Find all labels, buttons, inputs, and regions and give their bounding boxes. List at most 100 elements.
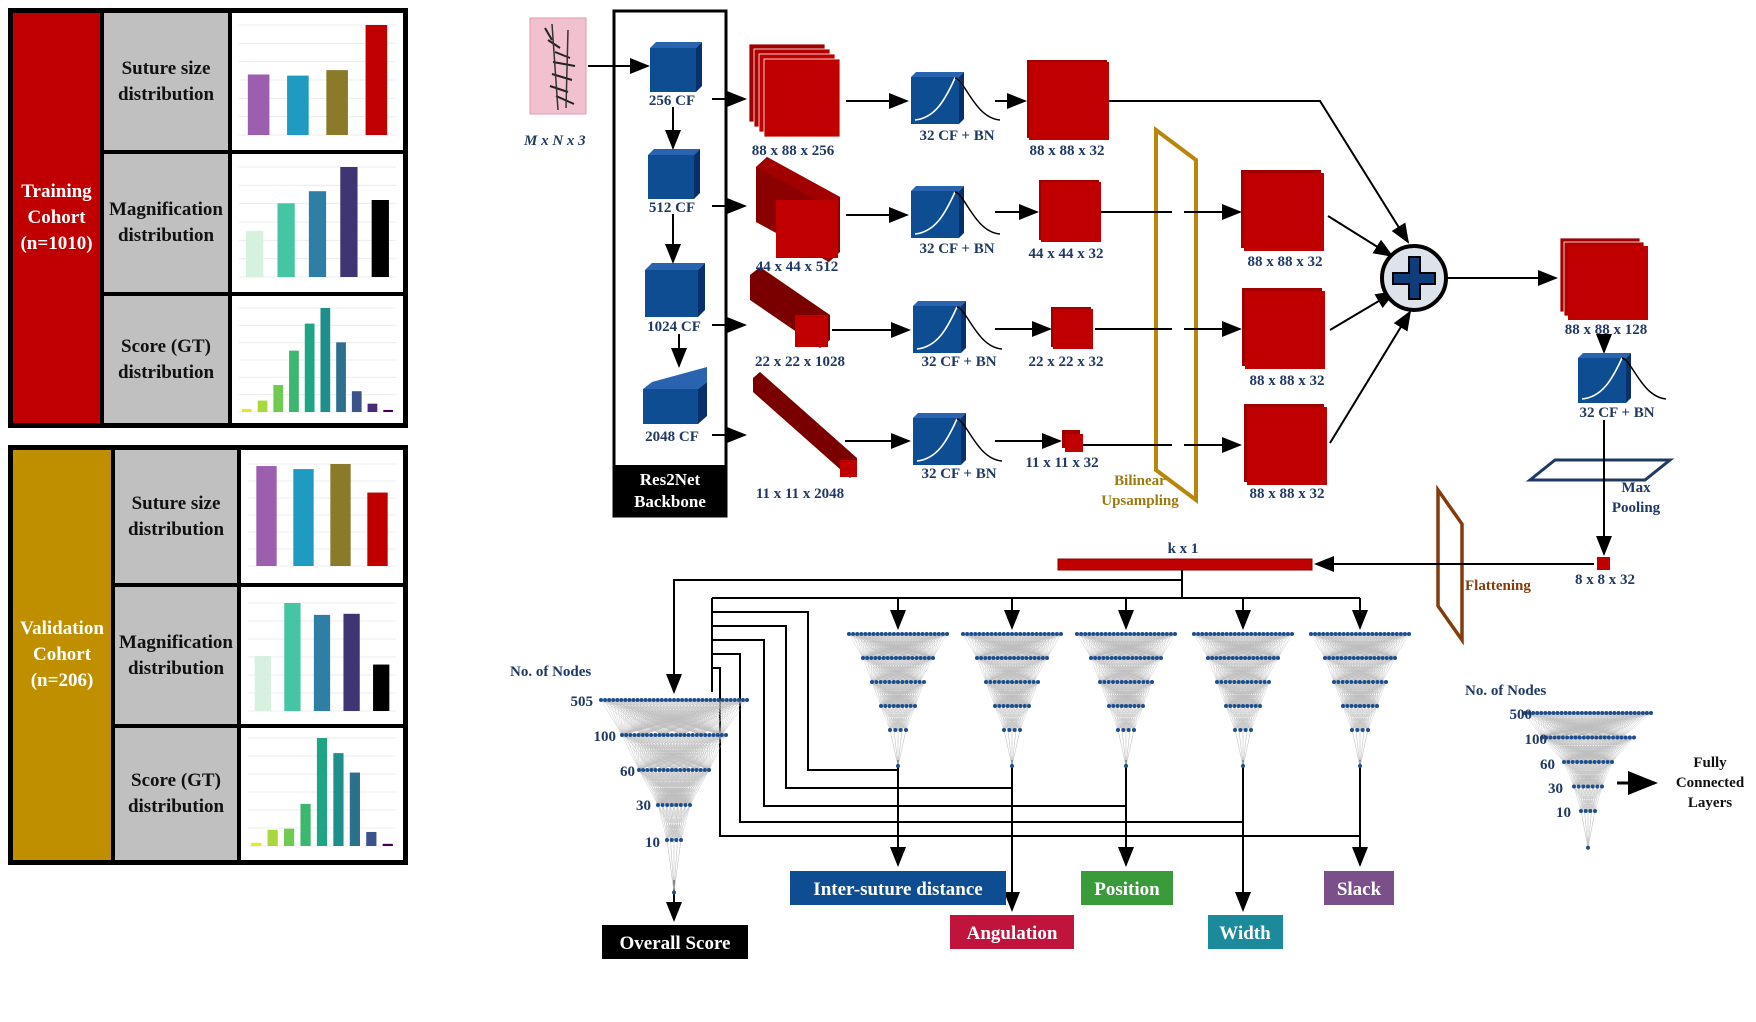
head-node: [694, 768, 699, 772]
train-magnification-bar-2: [308, 191, 327, 277]
backbone-stage-512: [648, 149, 700, 199]
head-node: [1238, 728, 1243, 732]
head-node: [624, 733, 629, 737]
validation-score-label: Score (GT) distribution: [115, 728, 237, 860]
training-cohort-label: Training Cohort (n=1010): [13, 13, 100, 423]
head-node: [908, 704, 913, 708]
feature-map-22x22x1028: [750, 267, 830, 348]
flat-vector-label: k x 1: [1168, 541, 1199, 557]
head-node: [639, 698, 644, 702]
head-node: [1601, 760, 1606, 764]
head-node: [1343, 656, 1348, 660]
head-connection: [621, 699, 740, 736]
head-node: [1168, 632, 1173, 636]
head-node: [993, 704, 997, 708]
legend-level-60: 60: [1540, 757, 1555, 773]
head-node: [873, 656, 878, 660]
reduced-map-label-0: 88 x 88 x 32: [1030, 143, 1105, 159]
head-node: [665, 838, 669, 842]
head-connection: [1355, 729, 1361, 767]
head-node: [1573, 735, 1578, 740]
head-connection: [621, 699, 629, 736]
head-node: [645, 768, 650, 772]
head-node: [1358, 704, 1362, 708]
head-node: [1012, 728, 1017, 732]
head-node: [1212, 632, 1217, 636]
head-node: [665, 733, 670, 737]
head-node: [707, 768, 711, 772]
head-node: [678, 768, 683, 772]
head-node: [1128, 704, 1133, 708]
head-node: [896, 632, 900, 636]
nodes-level-505: 505: [571, 694, 594, 710]
head-node: [1551, 711, 1556, 715]
head-node: [1038, 632, 1043, 636]
head-node: [716, 698, 721, 702]
head-node: [676, 698, 681, 702]
head-node: [1339, 656, 1344, 660]
head-node: [1144, 632, 1149, 636]
head-node: [1111, 632, 1116, 636]
head-node: [1615, 735, 1620, 740]
conv-bn-label-0: 32 CF + BN: [919, 128, 994, 144]
head-node: [603, 698, 608, 702]
head-node: [1366, 704, 1371, 708]
head-node: [1579, 711, 1584, 715]
val-suture-bar-2: [330, 464, 351, 566]
head-node: [732, 698, 737, 702]
head-node: [910, 656, 915, 660]
head-node: [720, 698, 725, 702]
head-node: [1032, 656, 1037, 660]
head-node: [1126, 728, 1131, 732]
validation-suture-chart-cell: [241, 450, 403, 583]
head-node: [999, 656, 1004, 660]
head-node: [1121, 656, 1126, 660]
head-node: [1137, 680, 1141, 684]
head-node: [1117, 656, 1122, 660]
head-node: [988, 680, 993, 684]
head-node: [659, 698, 664, 702]
head-node: [1358, 632, 1362, 636]
backbone-stage-label-256: 256 CF: [649, 93, 695, 109]
head-node: [1234, 656, 1239, 660]
head-node: [1588, 760, 1593, 764]
head-node: [1600, 711, 1605, 715]
feature-map-label-2: 22 x 22 x 1028: [755, 354, 845, 370]
head-node: [1370, 704, 1375, 708]
conv-bn-block-0: [911, 72, 1001, 124]
head-node: [1384, 656, 1389, 660]
head-node: [1109, 656, 1114, 660]
train-score-bar-3: [289, 350, 299, 412]
head-node: [1173, 632, 1177, 636]
head-node: [1050, 632, 1055, 636]
train-suture-bar-0: [247, 74, 270, 135]
val-score-bar-5: [333, 753, 344, 846]
flat-vector: [1057, 558, 1313, 571]
head-node: [863, 632, 868, 636]
max-pooling-plane: [1525, 458, 1675, 482]
train-magnification-bar-4: [371, 200, 389, 277]
reduced-map-11x11x32: [1062, 430, 1083, 452]
head-connection: [1011, 729, 1017, 767]
head-node: [636, 733, 641, 737]
head-node: [1628, 711, 1633, 715]
head-node: [1379, 680, 1384, 684]
head-node: [1577, 735, 1582, 740]
reduced-map-88x88x32: [1027, 60, 1109, 140]
head-node: [1566, 760, 1571, 764]
nodes-level-60: 60: [620, 764, 635, 780]
head-node: [987, 656, 992, 660]
head-node: [1107, 632, 1112, 636]
head-connection: [1587, 810, 1592, 848]
head-node: [1336, 680, 1341, 684]
head-node: [1111, 680, 1115, 684]
train-score-bar-9: [383, 409, 394, 412]
head-node: [1027, 680, 1032, 684]
head-node: [1128, 632, 1133, 636]
head-node: [649, 733, 654, 737]
val-score-bar-3: [300, 803, 311, 846]
head-node: [724, 698, 729, 702]
head-node: [1575, 711, 1580, 715]
head-node: [883, 704, 888, 708]
head-node: [940, 632, 945, 636]
